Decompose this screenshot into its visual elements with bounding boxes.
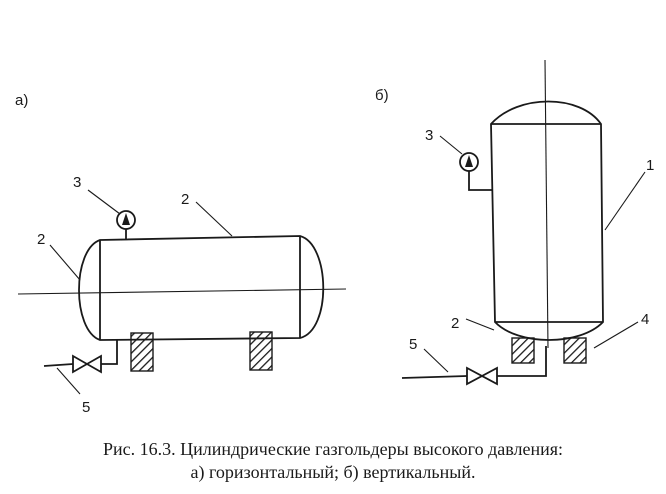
vertical-support-left: [511, 337, 535, 364]
leader-a-head: [49, 244, 81, 281]
vertical-piping: [401, 346, 547, 379]
leader-b-valve: [423, 348, 449, 373]
leader-b-head: [465, 318, 495, 331]
panel-a-label: а): [15, 92, 28, 109]
leader-b-support: [593, 321, 639, 349]
callout-a-head: 2: [37, 231, 45, 248]
figure-caption-line-2: а) горизонтальный; б) вертикальный.: [190, 462, 476, 482]
vertical-tank: [490, 59, 604, 349]
horizontal-tank-axis: [17, 288, 347, 295]
horizontal-tank-shell: [78, 235, 325, 341]
leader-b-shell: [604, 171, 646, 231]
leader-a-gauge: [87, 189, 121, 215]
callout-b-valve: 5: [409, 336, 417, 353]
leader-a-shell: [195, 201, 233, 237]
vertical-support-right: [563, 337, 587, 364]
horizontal-pressure-gauge-icon: [116, 210, 136, 240]
panel-b-label: б): [375, 87, 389, 104]
callout-b-shell: 1: [646, 157, 654, 174]
vertical-valve-icon: [466, 366, 498, 386]
callout-a-gauge: 3: [73, 174, 81, 191]
callout-b-gauge: 3: [425, 127, 433, 144]
callout-a-valve: 5: [82, 399, 90, 416]
vertical-tank-axis: [544, 59, 549, 349]
figure-caption-line-1: Рис. 16.3. Цилиндрические газгольдеры вы…: [102, 439, 564, 459]
callout-b-support: 4: [641, 311, 649, 328]
horizontal-piping: [43, 340, 118, 367]
horizontal-valve-icon: [72, 354, 102, 374]
horizontal-support-right: [249, 331, 273, 371]
vertical-pressure-gauge-icon: [459, 152, 492, 191]
leader-b-gauge: [439, 135, 463, 155]
horizontal-tank: [17, 235, 347, 341]
callout-a-shell: 2: [181, 191, 189, 208]
leader-a-valve: [56, 367, 81, 395]
horizontal-support-left: [130, 332, 154, 372]
callout-b-head: 2: [451, 315, 459, 332]
